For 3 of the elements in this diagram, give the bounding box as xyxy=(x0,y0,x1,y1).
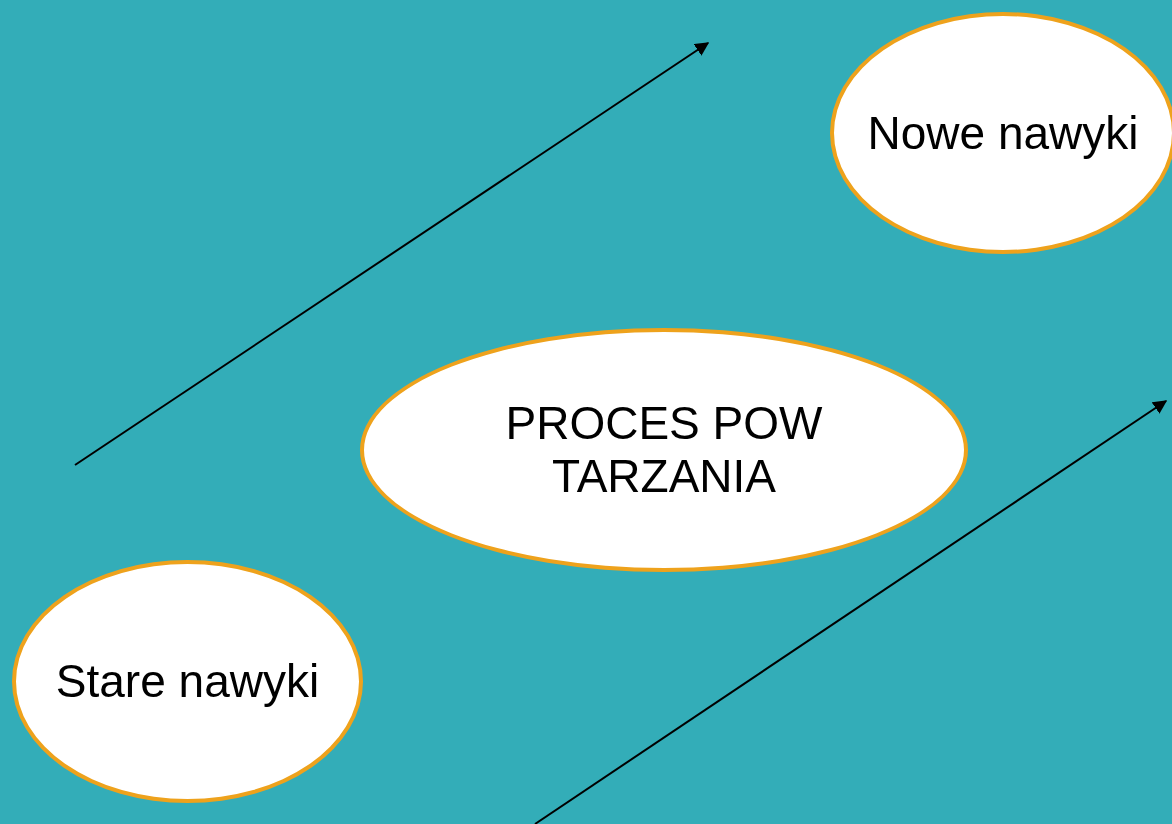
node-label: Stare nawyki xyxy=(54,655,321,708)
node-label: PROCES POWTARZANIA xyxy=(504,397,824,503)
node-label: Nowe nawyki xyxy=(866,106,1140,160)
